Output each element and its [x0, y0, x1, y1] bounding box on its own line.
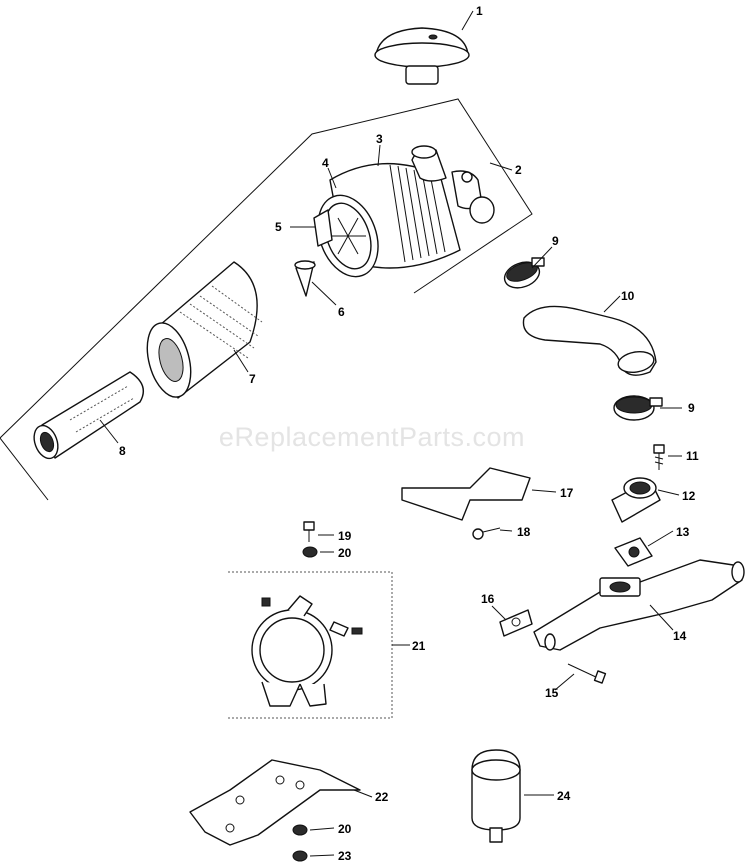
callout-6: 6	[338, 305, 345, 319]
callout-5: 5	[275, 220, 282, 234]
part-14-manifold[interactable]	[533, 559, 745, 651]
part-1-air-cleaner-cap[interactable]	[374, 27, 470, 85]
part-11-bolt[interactable]	[653, 444, 665, 470]
part-7-primary-filter-element[interactable]	[140, 261, 263, 402]
callout-14: 14	[673, 629, 687, 643]
part-4-end-cap[interactable]	[307, 187, 388, 285]
part-6-valve[interactable]	[294, 260, 316, 297]
part-20-washer-upper[interactable]	[302, 546, 318, 558]
callout-13: 13	[676, 525, 690, 539]
part-5-clip[interactable]	[313, 209, 333, 247]
part-19-screw[interactable]	[303, 521, 315, 542]
callout-12: 12	[682, 489, 696, 503]
body-ribs	[389, 164, 446, 263]
callout-11: 11	[686, 449, 699, 463]
part-17-bracket[interactable]	[401, 467, 531, 521]
callout-1: 1	[476, 4, 483, 18]
callout-24: 24	[557, 789, 571, 803]
part-8-secondary-filter-element[interactable]	[30, 371, 144, 462]
part-9-hose-clamp-lower[interactable]	[613, 395, 663, 421]
callout-labels: 1 2 3 4 5 6 7 8 9 9 10 11 12 13 14 15 16…	[119, 4, 699, 863]
callout-10: 10	[621, 289, 635, 303]
callout-15: 15	[545, 686, 559, 700]
part-18-screw[interactable]	[472, 527, 501, 540]
callout-4: 4	[322, 156, 329, 170]
part-23-nut[interactable]	[292, 850, 308, 862]
callout-23: 23	[338, 849, 352, 863]
callout-9-upper: 9	[552, 234, 559, 248]
callout-18: 18	[517, 525, 531, 539]
part-10-elbow-hose[interactable]	[522, 305, 657, 376]
part-16-gasket[interactable]	[499, 609, 533, 637]
callout-21: 21	[412, 639, 426, 653]
callout-22: 22	[375, 790, 389, 804]
callout-8: 8	[119, 444, 126, 458]
callout-17: 17	[560, 486, 574, 500]
part-12-adapter[interactable]	[611, 477, 661, 523]
watermark-text: eReplacementParts.com	[219, 422, 525, 452]
callout-19: 19	[338, 529, 352, 543]
pleat-texture	[179, 285, 263, 359]
part-21-mounting-kit[interactable]	[228, 571, 400, 719]
callout-9-lower: 9	[688, 401, 695, 415]
callout-3: 3	[376, 132, 383, 146]
callout-20-upper: 20	[338, 546, 352, 560]
leader-lines	[99, 10, 682, 857]
callout-2: 2	[515, 163, 522, 177]
callout-16: 16	[481, 592, 495, 606]
kit-outline	[0, 98, 533, 501]
callout-20-lower: 20	[338, 822, 352, 836]
part-22-mounting-plate[interactable]	[189, 759, 361, 846]
callout-7: 7	[249, 372, 256, 386]
part-13-gasket[interactable]	[614, 537, 653, 567]
part-24-fuel-filter[interactable]	[471, 749, 521, 843]
part-15-bolt[interactable]	[567, 663, 607, 684]
part-20-washer-lower[interactable]	[292, 824, 308, 836]
